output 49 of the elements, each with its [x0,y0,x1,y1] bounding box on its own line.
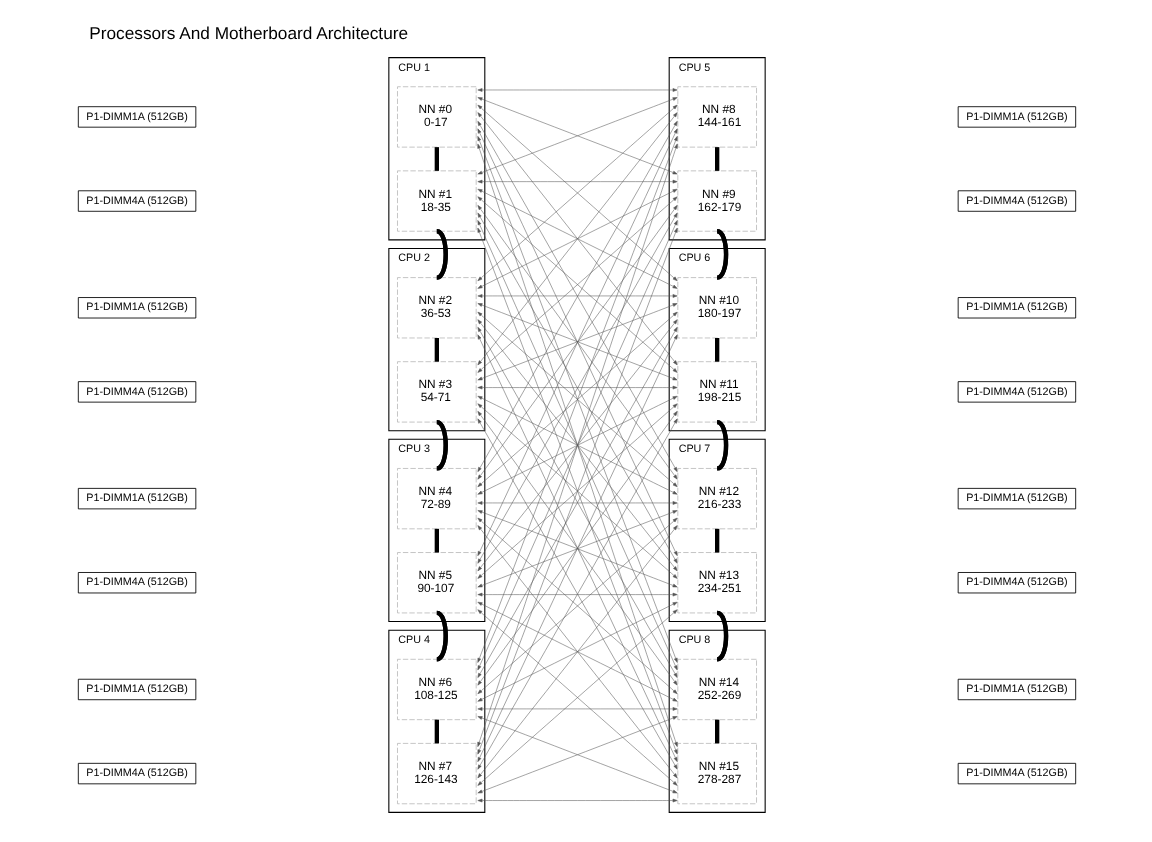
arrow [476,319,677,572]
arrow [476,227,677,755]
arrow [476,205,677,480]
arrow [476,121,677,472]
connector [435,610,447,662]
arrow [476,716,677,794]
arrow [476,303,677,381]
connector [435,420,447,471]
arrow [476,418,677,770]
arrow [476,395,677,495]
arrow [476,385,677,390]
arrow [476,707,677,711]
connector [715,420,728,471]
connector [714,719,719,744]
arrow [476,212,677,564]
connector [714,147,719,171]
arrow [476,104,677,282]
connector [433,528,438,553]
arrow [476,196,677,373]
arrow [476,294,677,298]
arrow [476,188,677,289]
connector [714,338,719,362]
connector [433,719,438,744]
arrow [476,112,677,366]
diagram-title: Processors And Motherboard Architecture [88,23,408,44]
arrow [476,334,677,762]
arrow [476,97,677,175]
connector [435,229,447,280]
arrow [476,128,677,557]
arrow [476,220,677,671]
arrow [476,525,677,779]
arrow [476,609,677,786]
arrow [476,179,677,184]
arrow [476,517,677,695]
connector [714,528,719,553]
arrow [476,411,677,686]
connector [715,229,728,280]
arrow [476,601,677,702]
arrow [476,798,677,803]
arrow [476,592,677,597]
arrow [476,311,677,488]
arrow [476,403,677,579]
arrow [476,501,677,505]
arrow [476,510,677,588]
arrow [476,88,677,92]
connector [433,147,438,171]
arrow [476,326,677,678]
connector [433,338,438,362]
connector [715,610,728,662]
